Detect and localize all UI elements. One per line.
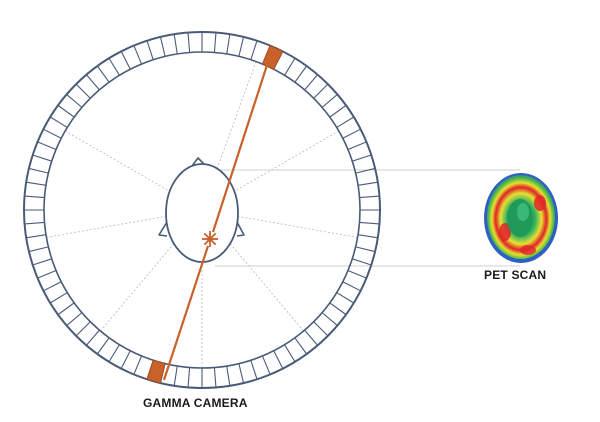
head-outline	[165, 163, 239, 263]
detector-segment	[355, 167, 376, 174]
detector-segments	[24, 32, 380, 388]
detector-ring	[23, 31, 381, 389]
starburst-icon	[202, 231, 218, 247]
gamma-ray-beams	[162, 61, 270, 381]
pet-scan-label: PET SCAN	[484, 268, 547, 282]
detector-segment	[120, 51, 131, 70]
detector-segment	[294, 65, 308, 83]
detector-segment	[43, 128, 62, 139]
detector-segment	[173, 365, 178, 386]
detector-segment	[96, 65, 110, 83]
detector-segment	[213, 32, 217, 53]
detector-segment	[284, 57, 296, 76]
gamma-ray-beam-lower	[162, 245, 210, 381]
pet-scan-core-shade	[517, 203, 529, 221]
detector-segment	[313, 321, 329, 337]
head-ear-right	[236, 221, 245, 237]
detector-segment	[108, 344, 120, 363]
gamma-ray-beam-upper	[211, 61, 270, 233]
head-ear-left	[158, 221, 168, 237]
detector-segment	[357, 234, 378, 239]
detector-segment	[57, 302, 75, 316]
detector-segment	[273, 350, 284, 369]
detector-segment	[347, 141, 367, 151]
detector-segment	[85, 329, 100, 346]
pet-scan-hot-left	[499, 223, 511, 241]
pet-scan-hot-bottom	[520, 245, 536, 255]
detector-segment	[342, 281, 361, 292]
detector-segment	[37, 269, 57, 279]
detector-segment	[284, 344, 296, 363]
detector-segment	[120, 350, 131, 369]
detector-segment	[352, 154, 372, 162]
detector-segment	[336, 116, 355, 128]
detector-segment	[133, 45, 143, 65]
detector-segment	[66, 312, 83, 327]
pet-scan-hot-right	[534, 195, 546, 211]
detector-segment	[49, 116, 68, 128]
detector-segment	[250, 40, 258, 60]
detector-segment	[261, 355, 271, 375]
detector-segment	[37, 141, 57, 151]
detector-segment	[49, 292, 68, 304]
detector-segment	[173, 34, 178, 55]
detector-segment	[313, 83, 329, 99]
detector-segment	[43, 281, 62, 292]
detector-segment	[250, 360, 258, 380]
detector-segment	[321, 312, 338, 327]
detector-segment	[342, 128, 361, 139]
guide-lines	[215, 169, 520, 267]
detector-segment	[213, 367, 217, 388]
gamma-camera-label: GAMMA CAMERA	[143, 396, 248, 410]
detector-segment	[321, 93, 338, 108]
detector-segment	[85, 74, 100, 91]
detector-segment	[355, 246, 376, 253]
detector-segment	[26, 234, 47, 239]
detector-segment	[304, 74, 319, 91]
detector-segment	[146, 40, 154, 60]
detector-segment	[108, 57, 120, 76]
detector-segment	[336, 292, 355, 304]
detector-segment	[226, 34, 231, 55]
detector-segment	[24, 221, 45, 225]
detector-segment	[57, 104, 75, 118]
detector-segment	[352, 258, 372, 266]
detector-segment	[96, 337, 110, 355]
detector-segment	[26, 181, 47, 186]
detector-segment	[75, 321, 91, 337]
detector-segment	[32, 154, 52, 162]
detector-segment	[226, 365, 231, 386]
detector-segment	[238, 36, 245, 57]
detector-segment	[187, 32, 191, 53]
detector-segment	[329, 104, 347, 118]
pet-scan-image	[484, 173, 558, 263]
detector-segment	[187, 367, 191, 388]
detector-segment	[24, 195, 45, 199]
detector-segment	[159, 36, 166, 57]
annihilation-point	[207, 236, 213, 242]
detector-segment	[359, 221, 380, 225]
active-detector-bottom	[146, 359, 166, 384]
detector-segment	[28, 246, 49, 253]
detector-segment	[75, 83, 91, 99]
detector-segment	[133, 355, 143, 375]
detector-segment	[347, 269, 367, 279]
detector-segment	[329, 302, 347, 316]
detector-segment	[66, 93, 83, 108]
detector-segment	[28, 167, 49, 174]
detector-segment	[304, 329, 319, 346]
detector-segment	[357, 181, 378, 186]
detector-segment	[359, 195, 380, 199]
detector-segment	[238, 363, 245, 384]
detector-segment	[294, 337, 308, 355]
detector-segment	[32, 258, 52, 266]
